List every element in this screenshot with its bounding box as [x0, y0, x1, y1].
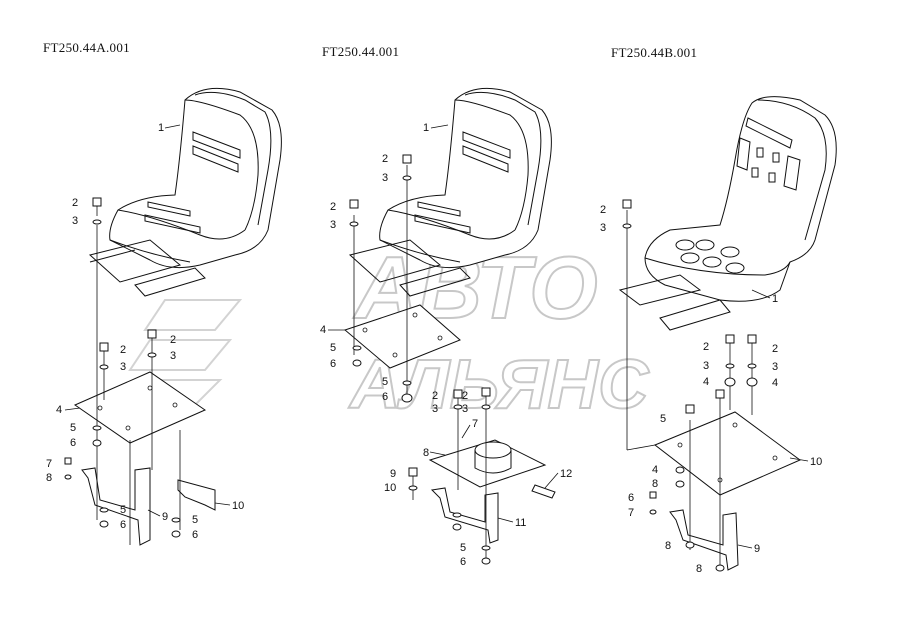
center-assembly: 1 2 3 2 3 4 5 6 5 6 2 3 2 3 7 8 9 10 11 … [320, 87, 572, 568]
callout-center-5a: 5 [330, 342, 336, 354]
left-bracket-10 [177, 479, 216, 511]
center-plate-4 [343, 304, 461, 369]
center-tube-7 [474, 441, 512, 459]
callout-center-10: 10 [384, 482, 396, 494]
diagram-title-left: FT250.44A.001 [43, 40, 130, 55]
callout-right-9: 9 [754, 543, 760, 555]
callout-right-4b: 4 [772, 377, 778, 389]
callout-center-6a: 6 [330, 358, 336, 370]
callout-left-5b: 5 [120, 504, 126, 516]
left-seat [88, 87, 282, 297]
callout-right-2a: 2 [600, 204, 606, 216]
callout-left-7: 7 [46, 458, 52, 470]
callout-right-8c: 8 [696, 563, 702, 575]
callout-center-3d: 3 [462, 403, 468, 415]
callout-right-1: 1 [772, 293, 778, 305]
callout-right-7: 7 [628, 507, 634, 519]
callout-center-9: 9 [390, 468, 396, 480]
callout-left-2c: 2 [120, 344, 126, 356]
callout-left-8: 8 [46, 472, 52, 484]
callout-right-8b: 8 [665, 540, 671, 552]
callout-center-5b: 5 [382, 376, 388, 388]
center-plate-8 [428, 439, 547, 488]
callout-left-1: 1 [158, 122, 164, 134]
callout-left-2b: 2 [170, 334, 176, 346]
left-bracket-9 [81, 467, 151, 546]
callout-right-2c: 2 [772, 343, 778, 355]
callout-center-4: 4 [320, 324, 326, 336]
callout-left-9: 9 [162, 511, 168, 523]
callout-left-3c: 3 [120, 361, 126, 373]
center-bracket-11 [430, 487, 499, 544]
callout-center-6b: 6 [382, 391, 388, 403]
callout-left-6c: 6 [192, 529, 198, 541]
callout-center-3c: 3 [432, 403, 438, 415]
callout-center-3a: 3 [382, 172, 388, 184]
diagram-title-right: FT250.44B.001 [611, 45, 698, 60]
right-bracket-9 [669, 509, 739, 571]
callout-center-8: 8 [423, 447, 429, 459]
callout-center-2c: 2 [432, 390, 438, 402]
callout-right-4a: 4 [703, 376, 709, 388]
callout-center-12: 12 [560, 468, 572, 480]
watermark-line1: АВТО [353, 238, 598, 337]
callout-right-10: 10 [810, 456, 822, 468]
watermark-logo: АВТО АЛЬЯНС [117, 237, 651, 424]
callout-center-11: 11 [515, 517, 526, 529]
callout-center-1: 1 [423, 122, 429, 134]
callout-left-10: 10 [232, 500, 244, 512]
callout-left-6b: 6 [120, 519, 126, 531]
callout-left-4: 4 [56, 404, 62, 416]
callout-right-2b: 2 [703, 341, 709, 353]
center-pin-12 [531, 484, 556, 499]
center-seat [348, 87, 552, 297]
callout-center-7: 7 [472, 418, 478, 430]
diagram-title-center: FT250.44.001 [322, 44, 400, 59]
right-assembly: 1 2 3 2 3 4 2 3 4 5 10 4 8 6 7 8 9 8 [600, 96, 837, 575]
callout-center-2a: 2 [382, 153, 388, 165]
callout-center-3b: 3 [330, 219, 336, 231]
callout-left-3a: 3 [72, 215, 78, 227]
callout-center-2d: 2 [462, 390, 468, 402]
callout-left-6a: 6 [70, 437, 76, 449]
callout-left-5c: 5 [192, 514, 198, 526]
callout-left-2a: 2 [72, 197, 78, 209]
callout-left-3b: 3 [170, 350, 176, 362]
callout-right-6: 6 [628, 492, 634, 504]
left-assembly: 1 2 3 2 3 2 3 4 5 6 7 8 9 5 6 10 5 6 [46, 87, 282, 546]
callout-right-3c: 3 [772, 361, 778, 373]
callout-center-6c: 6 [460, 556, 466, 568]
callout-right-3b: 3 [703, 360, 709, 372]
right-seat [618, 96, 837, 331]
callout-right-4c: 4 [652, 464, 658, 476]
callout-center-2b: 2 [330, 201, 336, 213]
callout-right-5: 5 [660, 413, 666, 425]
callout-right-3a: 3 [600, 222, 606, 234]
callout-left-5a: 5 [70, 422, 76, 434]
callout-center-5c: 5 [460, 542, 466, 554]
watermark-line2: АЛЬЯНС [348, 345, 650, 423]
callout-right-8a: 8 [652, 478, 658, 490]
left-plate-4 [73, 371, 207, 444]
